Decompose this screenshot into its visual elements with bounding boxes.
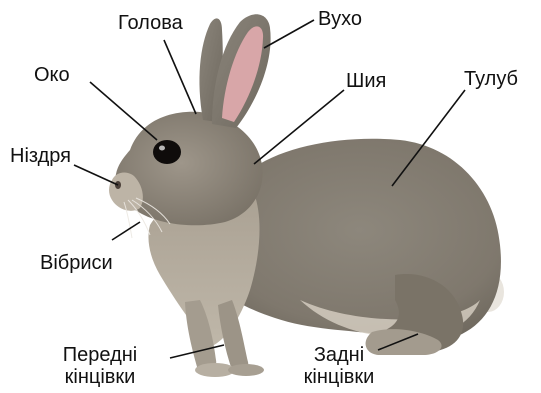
label-eye: Око [34,64,70,86]
label-whiskers: Вібриси [40,252,113,274]
pointer-head [164,40,196,114]
label-ear: Вухо [318,8,362,30]
pointer-nostril [74,165,118,185]
eye-highlight [159,146,165,151]
label-body: Тулуб [464,68,518,90]
label-head: Голова [118,12,183,34]
eye [153,140,181,164]
label-hind-limbs-line1: Задні [284,344,394,366]
label-neck: Шия [346,70,386,92]
pointer-ear [264,20,314,48]
label-front-limbs-line1: Передні [40,344,160,366]
label-hind-limbs-line2: кінцівки [284,366,394,388]
label-nostril: Ніздря [10,145,71,167]
pointer-eye [90,82,157,140]
label-front-limbs-line2: кінцівки [40,366,160,388]
label-hind-limbs: Задні кінцівки [284,344,394,388]
front-paw-back [228,364,264,376]
pointer-whiskers [112,222,140,240]
label-front-limbs: Передні кінцівки [40,344,160,388]
